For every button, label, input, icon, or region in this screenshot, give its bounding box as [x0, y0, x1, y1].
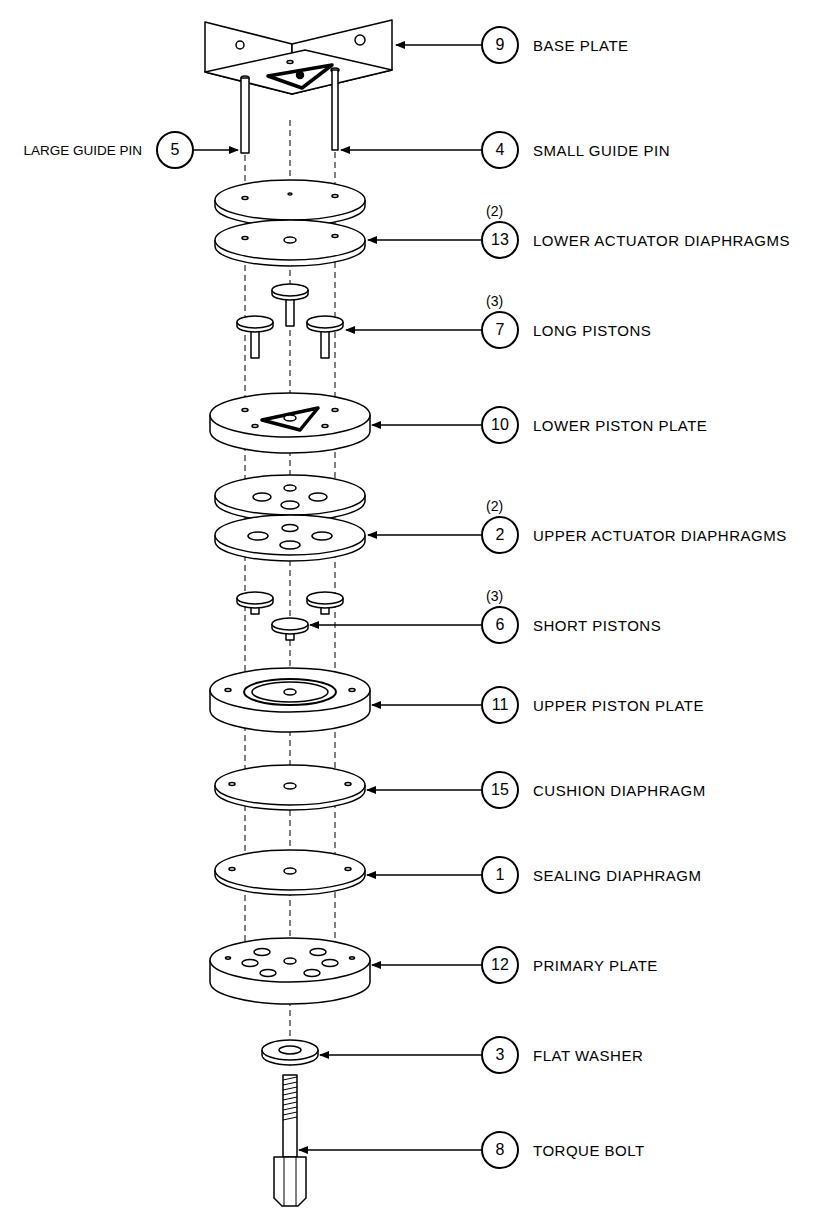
- upper-piston-plate: [210, 668, 370, 732]
- cushion-diaphragm: [215, 765, 365, 810]
- quantity-label: (3): [486, 588, 503, 604]
- torque-bolt: [274, 1075, 306, 1206]
- part-name: LOWER PISTON PLATE: [533, 417, 707, 434]
- leader-lines: [194, 45, 481, 1150]
- part-name: LONG PISTONS: [533, 322, 651, 339]
- callout-circle: 9BASE PLATE: [481, 26, 519, 64]
- upper-actuator-diaphragms: [215, 475, 365, 561]
- part-name: SMALL GUIDE PIN: [533, 142, 670, 159]
- callout-circle: 4SMALL GUIDE PIN: [481, 131, 519, 169]
- callout-number: 8: [483, 1133, 517, 1167]
- callout-number: 5: [158, 133, 192, 167]
- callout-circle: 11UPPER PISTON PLATE: [481, 686, 519, 724]
- callout-circle: 2UPPER ACTUATOR DIAPHRAGMS: [481, 516, 519, 554]
- quantity-label: (2): [486, 203, 503, 219]
- base-plate: [205, 20, 392, 94]
- lower-piston-plate: [210, 393, 370, 453]
- callout-number: 2: [483, 518, 517, 552]
- quantity-label: (2): [486, 498, 503, 514]
- long-pistons: [237, 284, 343, 358]
- lower-actuator-diaphragms: [215, 180, 365, 266]
- part-name: BASE PLATE: [533, 37, 629, 54]
- callout-circle: 15CUSHION DIAPHRAGM: [481, 771, 519, 809]
- callout-circle: 8TORQUE BOLT: [481, 1131, 519, 1169]
- part-name: CUSHION DIAPHRAGM: [533, 782, 706, 799]
- callout-number: 1: [483, 858, 517, 892]
- callout-circle: 6SHORT PISTONS: [481, 606, 519, 644]
- part-name: FLAT WASHER: [533, 1047, 643, 1064]
- part-name: SEALING DIAPHRAGM: [533, 867, 702, 884]
- callout-number: 10: [483, 408, 517, 442]
- large-guide-pin: [241, 78, 249, 153]
- callout-circle: 1SEALING DIAPHRAGM: [481, 856, 519, 894]
- callout-circle: 5LARGE GUIDE PIN: [156, 131, 194, 169]
- callout-number: 12: [483, 948, 517, 982]
- primary-plate: [210, 938, 370, 1004]
- part-name: SHORT PISTONS: [533, 617, 661, 634]
- part-name: UPPER PISTON PLATE: [533, 697, 704, 714]
- callout-circle: 12PRIMARY PLATE: [481, 946, 519, 984]
- callout-number: 6: [483, 608, 517, 642]
- part-name: LARGE GUIDE PIN: [23, 143, 142, 158]
- part-name: LOWER ACTUATOR DIAPHRAGMS: [533, 232, 790, 249]
- callout-number: 7: [483, 313, 517, 347]
- sealing-diaphragm: [215, 850, 365, 895]
- quantity-label: (3): [486, 293, 503, 309]
- callout-number: 4: [483, 133, 517, 167]
- callout-number: 3: [483, 1038, 517, 1072]
- callout-circle: 10LOWER PISTON PLATE: [481, 406, 519, 444]
- callout-number: 11: [483, 688, 517, 722]
- callout-circle: 3FLAT WASHER: [481, 1036, 519, 1074]
- short-pistons: [237, 592, 343, 640]
- callout-circle: 13LOWER ACTUATOR DIAPHRAGMS: [481, 221, 519, 259]
- part-name: PRIMARY PLATE: [533, 957, 658, 974]
- small-guide-pin: [332, 70, 338, 150]
- part-name: TORQUE BOLT: [533, 1142, 645, 1159]
- callout-number: 13: [483, 223, 517, 257]
- callout-number: 15: [483, 773, 517, 807]
- callout-circle: 7LONG PISTONS: [481, 311, 519, 349]
- callout-number: 9: [483, 28, 517, 62]
- part-name: UPPER ACTUATOR DIAPHRAGMS: [533, 527, 787, 544]
- flat-washer: [262, 1040, 318, 1065]
